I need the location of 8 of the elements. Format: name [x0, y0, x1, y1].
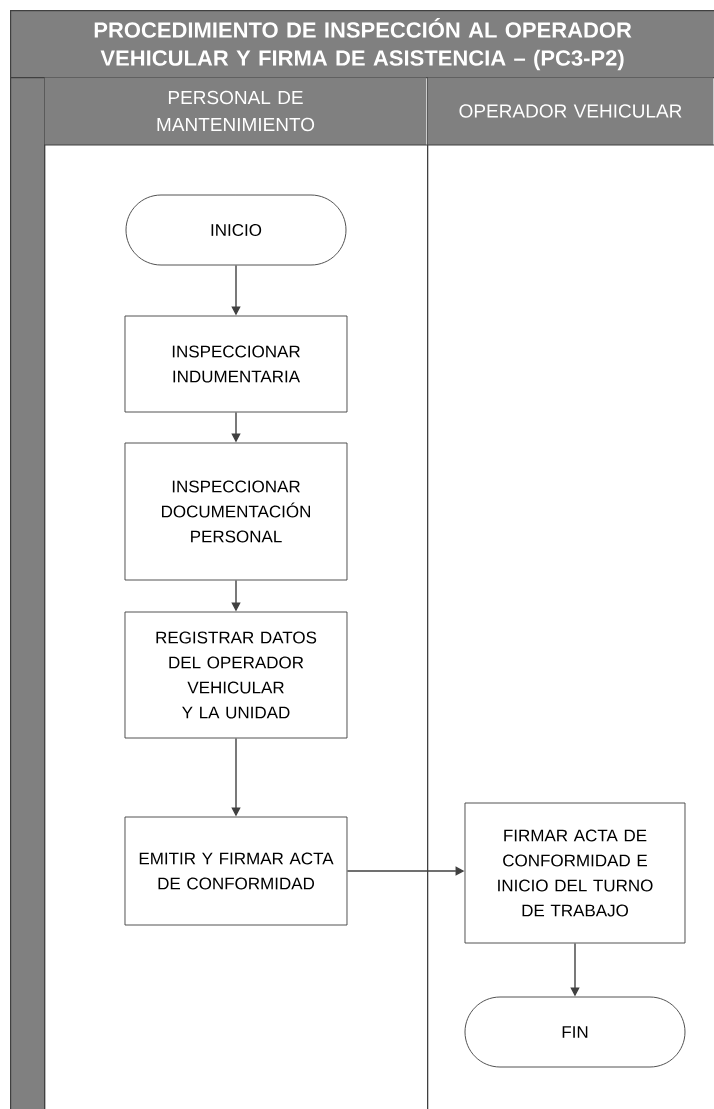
terminator: FIN	[464, 996, 686, 1068]
process-box: REGISTRAR DATOS DEL OPERADOR VEHICULAR Y LA UNIDAD	[124, 611, 348, 739]
terminator: INICIO	[125, 194, 347, 266]
process-box: FIRMAR ACTA DE CONFORMIDAD E INICIO DEL TURNO DE TRABAJO	[464, 802, 686, 944]
process-box: INSPECCIONAR DOCUMENTACIÓN PERSONAL	[124, 442, 348, 581]
process-box: INSPECCIONAR INDUMENTARIA	[124, 315, 348, 413]
pool-band	[10, 77, 46, 1109]
process-box: EMITIR Y FIRMAR ACTA DE CONFORMIDAD	[124, 816, 348, 926]
